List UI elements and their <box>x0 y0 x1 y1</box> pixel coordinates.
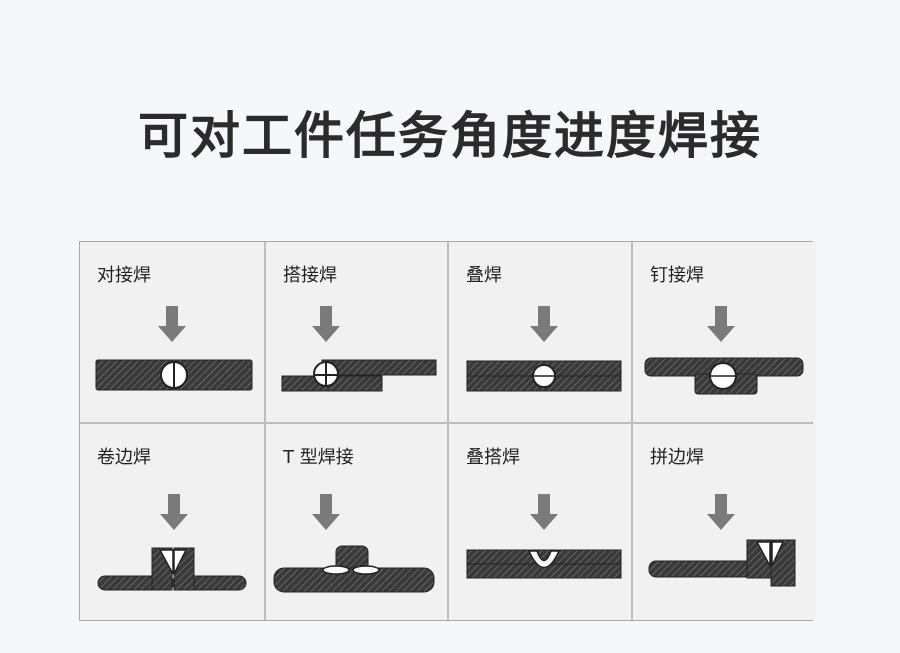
flange-weld-diagram <box>97 494 247 591</box>
weld-bead-left <box>322 565 350 575</box>
t-joint-weld-diagram <box>273 494 435 593</box>
cell-label: 叠焊 <box>466 265 502 286</box>
cell-label: 对接焊 <box>97 265 151 286</box>
weld-bead <box>755 541 771 567</box>
cell-label: 钉接焊 <box>650 265 704 286</box>
cell-stack-weld: 叠焊 <box>449 242 631 422</box>
cell-lap-weld: 搭接焊 <box>266 242 447 422</box>
down-arrow-icon <box>707 494 735 530</box>
cell-t-joint-weld: T 型焊接 <box>266 424 447 620</box>
weld-bead <box>158 549 174 575</box>
plug-weld-diagram <box>644 306 804 395</box>
upper-plate <box>321 359 437 376</box>
cell-label: 叠搭焊 <box>466 447 520 468</box>
butt-weld-diagram <box>95 306 253 391</box>
cell-overlap-seam-weld: 叠搭焊 <box>449 424 631 620</box>
cell-plug-weld: 钉接焊 <box>633 242 816 422</box>
cell-label: 拼边焊 <box>650 447 704 468</box>
edge-weld-diagram <box>648 494 796 587</box>
down-arrow-icon <box>530 306 558 342</box>
cell-flange-weld: 卷边焊 <box>80 424 264 620</box>
cell-butt-weld: 对接焊 <box>80 242 264 422</box>
cell-label: T 型焊接 <box>283 447 354 468</box>
stack-weld-diagram <box>466 306 622 392</box>
page-title: 可对工件任务角度进度焊接 <box>138 107 762 165</box>
weld-bead-right <box>352 565 380 575</box>
overlap-seam-weld-diagram <box>466 494 622 579</box>
down-arrow-icon <box>312 306 340 342</box>
down-arrow-icon <box>160 494 188 530</box>
down-arrow-icon <box>707 306 735 342</box>
lap-weld-diagram <box>281 306 437 392</box>
down-arrow-icon <box>158 306 186 342</box>
down-arrow-icon <box>530 494 558 530</box>
cell-label: 卷边焊 <box>97 447 151 468</box>
cell-label: 搭接焊 <box>283 265 337 286</box>
weld-bead <box>527 550 561 569</box>
weld-types-grid: 对接焊 搭接焊 <box>79 241 816 621</box>
cell-edge-weld: 拼边焊 <box>633 424 816 620</box>
down-arrow-icon <box>312 494 340 530</box>
